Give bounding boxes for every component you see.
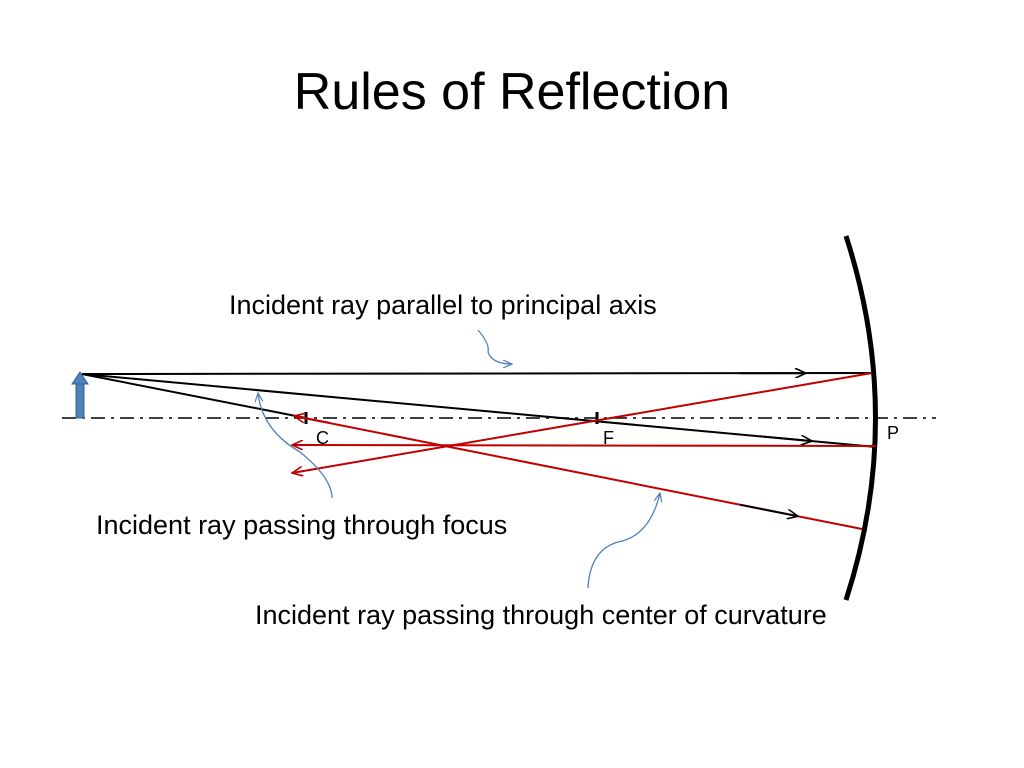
caption-center-ray: Incident ray passing through center of c… <box>255 600 827 630</box>
incident-ray-through-center <box>81 373 307 419</box>
pole-label: P <box>887 423 899 443</box>
incident-ray-through-focus <box>81 373 877 448</box>
focus-label: F <box>603 428 614 448</box>
reflected-ray-parallel <box>292 372 873 473</box>
callout-parallel <box>477 329 512 364</box>
callout-center <box>587 493 660 589</box>
reflected-ray-from-focus <box>292 445 877 446</box>
center-of-curvature-label: C <box>316 428 329 448</box>
concave-mirror <box>843 235 878 601</box>
page-title: Rules of Reflection <box>293 63 731 121</box>
caption-focus-ray: Incident ray passing through focus <box>96 510 508 540</box>
object-arrow <box>71 371 89 419</box>
incident-ray-through-focus-arrow <box>759 436 812 441</box>
callout-focus <box>258 393 333 499</box>
caption-parallel-ray: Incident ray parallel to principal axis <box>229 290 657 320</box>
red-ray-through-center-arrow-back <box>294 416 331 424</box>
red-ray-through-center-arrow-fwd <box>739 503 798 517</box>
